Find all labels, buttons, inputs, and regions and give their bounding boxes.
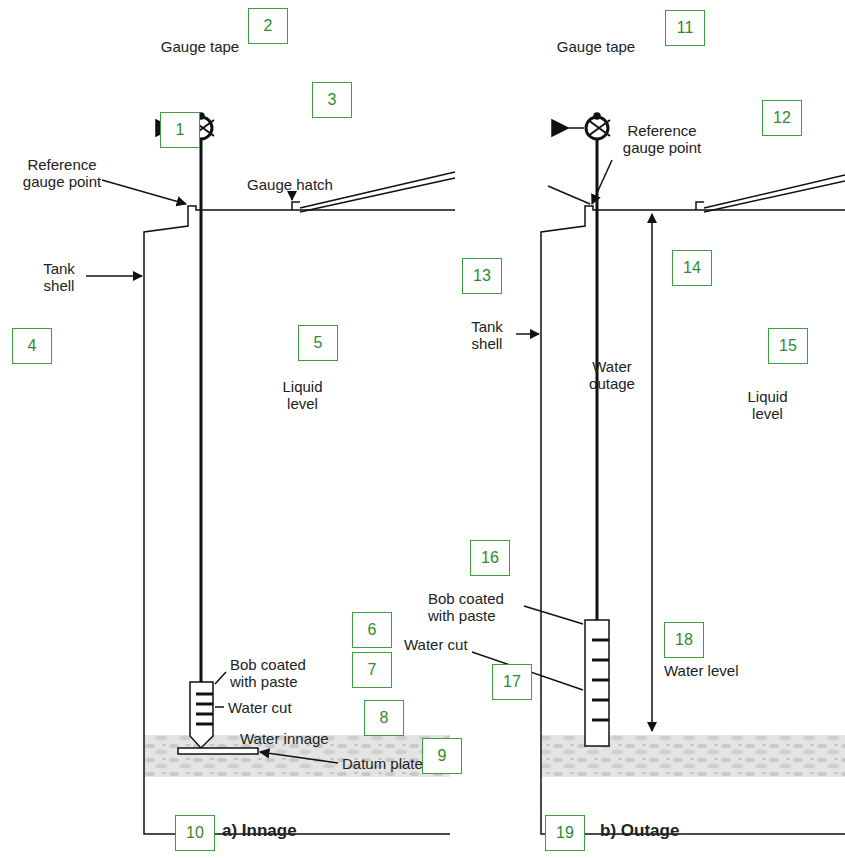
callout-box: 19 — [545, 815, 585, 851]
callout-number: 9 — [438, 747, 447, 765]
callout-number: 1 — [176, 121, 185, 139]
part-label: Liquid level — [265, 378, 340, 412]
callout-number: 5 — [314, 334, 323, 352]
part-label: Water outage — [576, 358, 648, 392]
callout-number: 13 — [473, 267, 491, 285]
part-label: Water cut — [404, 636, 484, 653]
callout-box: 15 — [768, 328, 808, 364]
callout-box: 1 — [160, 112, 200, 148]
callout-box: 7 — [352, 652, 392, 688]
part-label: Gauge tape — [546, 38, 646, 55]
part-label: Bob coated with paste — [428, 590, 523, 624]
callout-box: 12 — [762, 100, 802, 136]
bob — [585, 620, 609, 746]
callout-number: 8 — [380, 709, 389, 727]
callout-box: 2 — [248, 8, 288, 44]
callout-box: 5 — [298, 325, 338, 361]
datum-plate — [178, 748, 258, 754]
callout-number: 17 — [503, 673, 521, 691]
part-label: a) Innage — [222, 822, 342, 839]
callout-number: 7 — [368, 661, 377, 679]
gauge-hatch — [696, 175, 845, 212]
tank-shell — [541, 206, 845, 834]
callout-box: 13 — [462, 258, 502, 294]
tank-shell — [144, 206, 455, 834]
callout-number: 10 — [186, 824, 204, 842]
callout-number: 4 — [28, 337, 37, 355]
part-label: Tank shell — [28, 260, 90, 294]
callout-number: 11 — [677, 19, 694, 37]
callout-number: 2 — [264, 17, 273, 35]
callout-box: 6 — [352, 612, 392, 648]
callout-number: 6 — [368, 621, 377, 639]
part-label: Water cut — [228, 699, 318, 716]
part-label: Water level — [664, 662, 764, 679]
part-label: Water innage — [240, 730, 350, 747]
callout-number: 14 — [683, 259, 701, 277]
callout-number: 16 — [481, 549, 499, 567]
part-label: Gauge tape — [150, 38, 250, 55]
callout-number: 15 — [779, 337, 797, 355]
outage-arrow — [651, 214, 653, 731]
callout-number: 18 — [675, 631, 693, 649]
callout-number: 3 — [328, 91, 337, 109]
bob — [190, 682, 213, 748]
tape — [200, 138, 203, 682]
callout-box: 16 — [470, 540, 510, 576]
callout-box: 14 — [672, 250, 712, 286]
callout-box: 10 — [175, 815, 215, 851]
part-label: Reference gauge point — [18, 156, 106, 190]
callout-number: 19 — [556, 824, 574, 842]
part-label: Tank shell — [456, 318, 518, 352]
part-label: b) Outage — [600, 822, 720, 839]
callout-box: 8 — [364, 700, 404, 736]
part-label: Gauge hatch — [240, 176, 340, 193]
part-label: Reference gauge point — [612, 122, 712, 156]
callout-number: 12 — [773, 109, 791, 127]
callout-box: 18 — [664, 622, 704, 658]
part-label: Datum plate — [342, 755, 442, 772]
callout-box: 4 — [12, 328, 52, 364]
callout-box: 9 — [422, 738, 462, 774]
part-label: Liquid level — [730, 388, 805, 422]
part-label: Bob coated with paste — [230, 656, 325, 690]
callout-box: 17 — [492, 664, 532, 700]
callout-box: 11 — [665, 10, 705, 46]
callout-box: 3 — [312, 82, 352, 118]
